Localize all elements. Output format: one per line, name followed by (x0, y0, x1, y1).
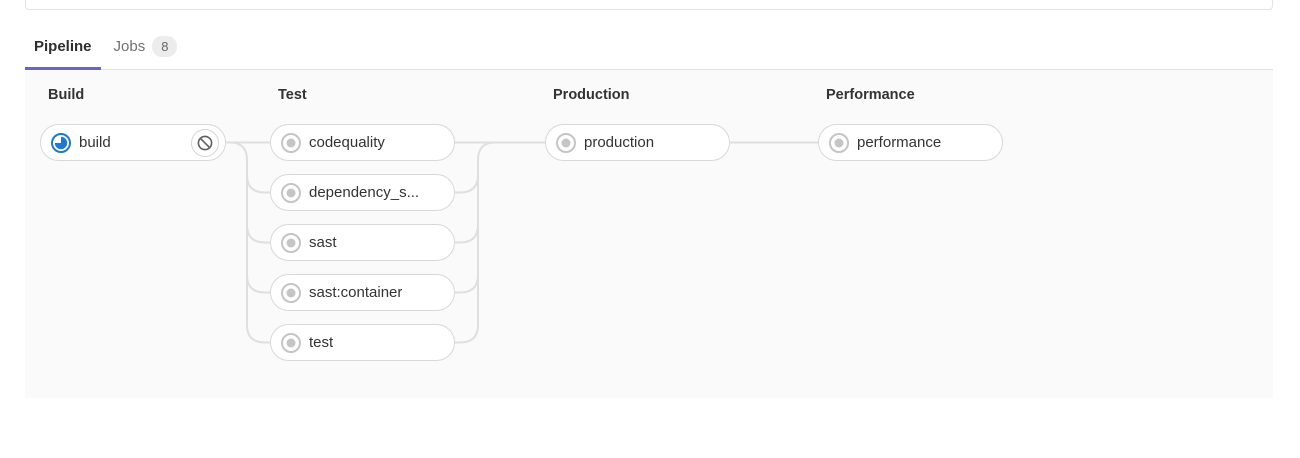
status-created-icon (556, 132, 576, 153)
cutoff-panel-bottom-edge (25, 0, 1273, 10)
stage-title-performance: Performance (826, 87, 915, 103)
tab-pipeline-label: Pipeline (34, 37, 92, 55)
job-name: dependency_s... (309, 184, 420, 201)
tab-jobs[interactable]: Jobs 8 (105, 25, 187, 70)
cancel-job-button[interactable] (191, 128, 219, 157)
job-pill-build[interactable]: build (40, 124, 226, 161)
status-created-icon (281, 282, 301, 303)
job-pill-sast[interactable]: sast (270, 224, 455, 261)
tab-jobs-label: Jobs (113, 37, 146, 55)
cancel-ban-icon (197, 135, 213, 150)
job-pill-dependency-scanning[interactable]: dependency_s... (270, 174, 455, 211)
job-name: test (309, 334, 334, 351)
pipeline-graph: Build Test Production Performance build … (25, 70, 1273, 398)
stage-title-build: Build (48, 87, 85, 103)
status-created-icon (281, 332, 301, 353)
job-name: sast (309, 234, 337, 251)
pipeline-tab-bar: Pipeline Jobs 8 (25, 25, 1273, 70)
status-created-icon (281, 132, 301, 153)
job-pill-sast-container[interactable]: sast:container (270, 274, 455, 311)
pipeline-connector-lines (226, 141, 818, 344)
stage-title-test: Test (278, 87, 307, 103)
job-name: codequality (309, 134, 385, 151)
job-pill-codequality[interactable]: codequality (270, 124, 455, 161)
job-name: performance (857, 134, 942, 151)
job-name: sast:container (309, 284, 403, 301)
job-name: build (79, 134, 111, 151)
jobs-count-badge: 8 (152, 35, 178, 57)
status-created-icon (829, 132, 849, 153)
job-pill-performance[interactable]: performance (818, 124, 1003, 161)
status-created-icon (281, 232, 301, 253)
job-name: production (584, 134, 655, 151)
tab-pipeline[interactable]: Pipeline (25, 25, 101, 70)
stage-title-production: Production (553, 87, 630, 103)
status-running-icon (51, 132, 71, 153)
job-pill-production[interactable]: production (545, 124, 730, 161)
status-created-icon (281, 182, 301, 203)
job-pill-test[interactable]: test (270, 324, 455, 361)
